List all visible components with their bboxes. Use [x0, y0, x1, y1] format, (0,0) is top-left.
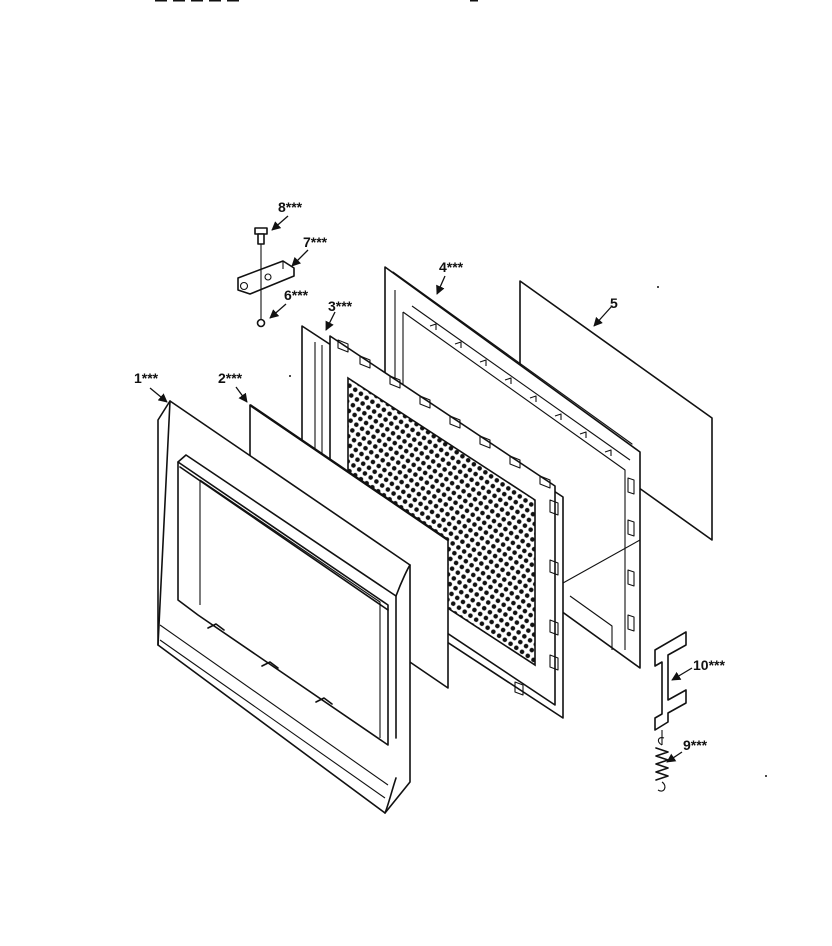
callout-3: 3*** [328, 298, 353, 314]
callout-2: 2*** [218, 370, 243, 386]
callout-9: 9*** [683, 737, 708, 753]
part-7-hinge-bracket [237, 260, 295, 295]
speck [289, 375, 291, 377]
callout-10: 10*** [693, 657, 725, 673]
leader-arrows [149, 215, 693, 763]
part-10-latch [654, 631, 687, 731]
part-8-screw [254, 227, 268, 320]
callout-8: 8*** [278, 199, 303, 215]
callout-4: 4*** [439, 259, 464, 275]
speck [657, 286, 659, 288]
part-6-nut [256, 318, 266, 328]
part-5-rear-sheet [519, 280, 713, 541]
part-9-spring [655, 730, 669, 792]
part-1-outer-door-frame [157, 400, 411, 814]
speck [765, 775, 767, 777]
callout-6: 6*** [284, 287, 309, 303]
callout-7: 7*** [303, 234, 328, 250]
callout-1: 1*** [134, 370, 159, 386]
callout-5: 5 [610, 295, 618, 311]
